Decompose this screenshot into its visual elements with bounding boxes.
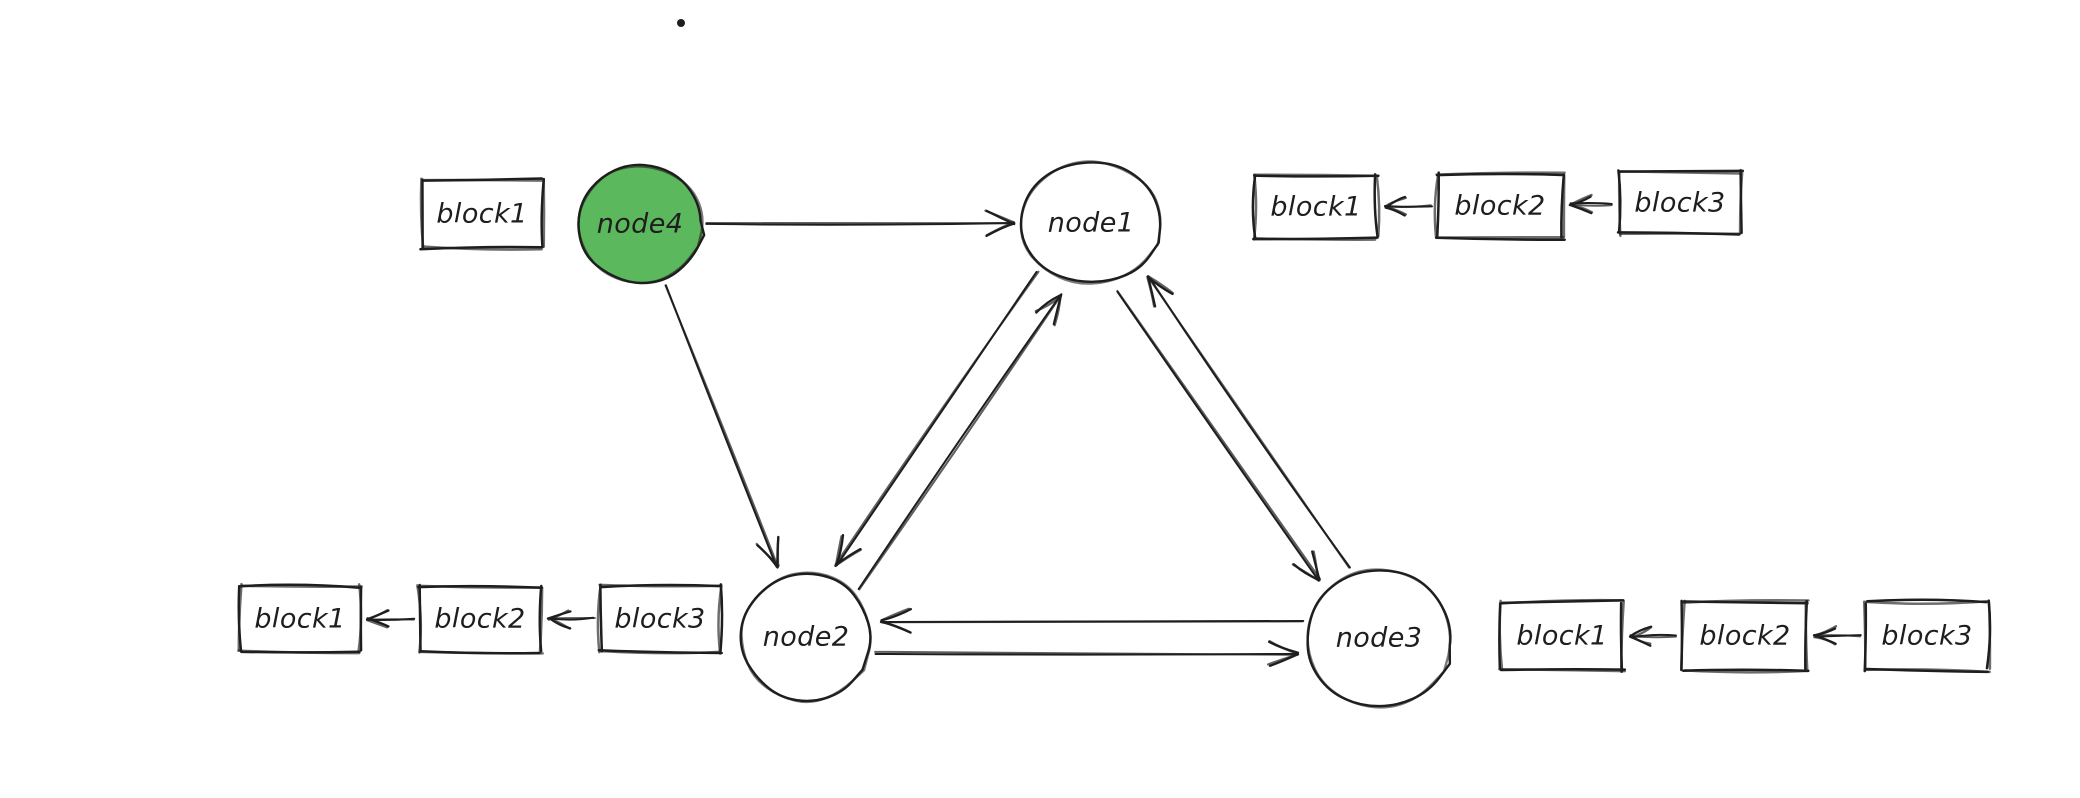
node-node4[interactable]: node4 [577,163,706,285]
node-node3[interactable]: node3 [1306,568,1452,709]
block-link-b-n2-2-to-b-n2-1 [365,609,416,629]
block-links-layer [365,193,1862,647]
block-label: block1 [1516,621,1607,652]
block-label: block2 [1454,191,1545,222]
block-label: block3 [1634,188,1725,219]
block-b-n1-3[interactable]: block3 [1616,168,1745,238]
block-b-n1-1[interactable]: block1 [1251,173,1381,241]
nodes-layer: node4 node1 node2 node3 [577,160,1452,709]
block-link-b-n3-3-to-b-n3-2 [1812,625,1862,646]
block-label: block1 [436,199,527,230]
block-b-n4-1[interactable]: block1 [419,177,546,251]
artifacts-layer [677,19,685,27]
block-b-n1-2[interactable]: block2 [1433,171,1566,241]
edges-layer [664,209,1351,667]
edge-node4-node1 [705,209,1016,238]
block-label: block2 [1699,621,1790,652]
block-b-n3-1[interactable]: block1 [1498,598,1627,674]
node-label: node1 [1048,208,1135,239]
edge-node2-node3 [874,607,1305,667]
node-node1[interactable]: node1 [1019,160,1162,285]
node-node2[interactable]: node2 [739,571,872,704]
block-label: block2 [434,604,525,635]
block-link-b-n3-2-to-b-n3-1 [1628,625,1677,647]
block-b-n3-3[interactable]: block3 [1862,598,1992,674]
blocks-layer: block1 block1 block2 block3 block1 block2 bloc… [237,168,1992,674]
block-b-n3-2[interactable]: block2 [1679,599,1810,674]
block-b-n2-3[interactable]: block3 [596,583,724,655]
node-label: node2 [763,622,850,653]
block-link-b-n1-2-to-b-n1-1 [1384,195,1433,217]
block-label: block3 [614,604,705,635]
node-label: node3 [1336,623,1423,654]
block-link-b-n2-3-to-b-n2-2 [546,609,596,630]
block-label: block3 [1881,621,1972,652]
edge-node4-node2 [664,284,780,569]
block-label: block1 [254,604,345,635]
stray-dot-icon [677,19,685,27]
block-b-n2-2[interactable]: block2 [416,583,544,655]
block-b-n2-1[interactable]: block1 [237,582,363,655]
block-link-b-n1-3-to-b-n1-2 [1568,193,1613,215]
edge-node1-node3 [1116,275,1351,582]
block-label: block1 [1270,192,1361,223]
node-label: node4 [597,209,684,240]
edge-node1-node2 [834,270,1063,591]
